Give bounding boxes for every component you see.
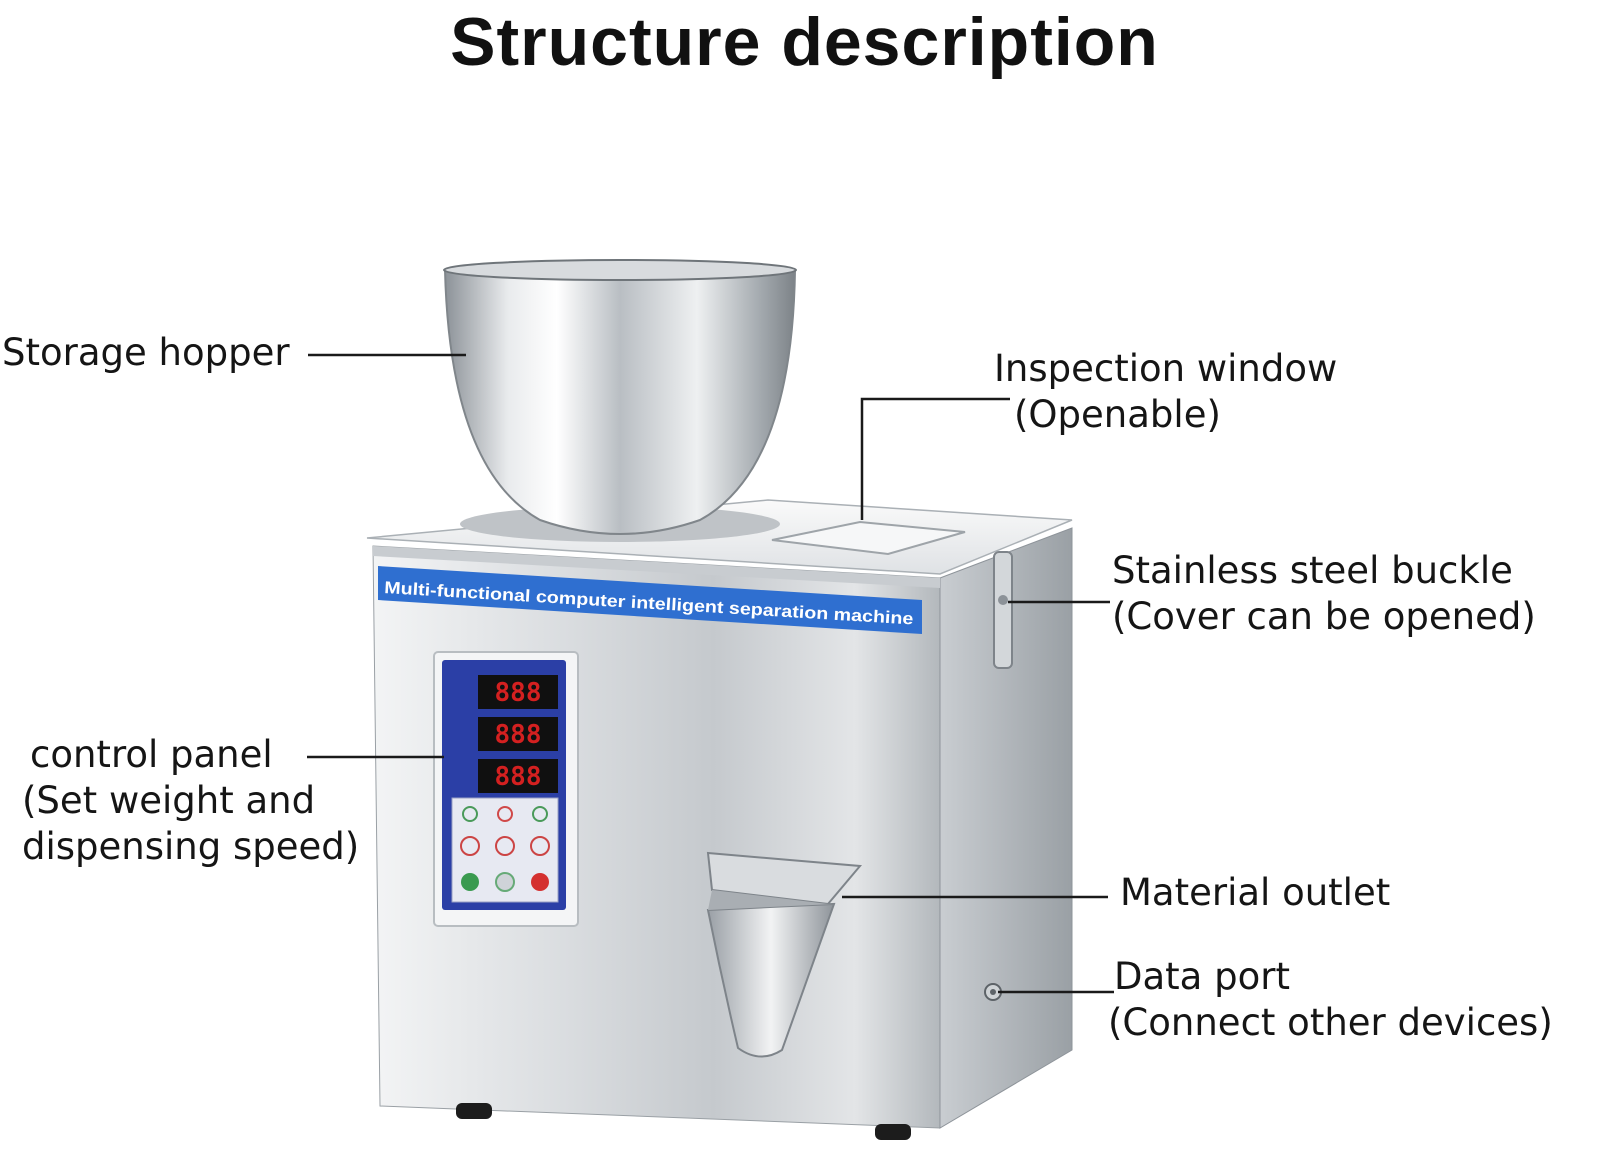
callout-storage-hopper: Storage hopper (2, 330, 290, 376)
panel-dial-1 (460, 836, 480, 856)
callout-material-outlet-line1: Material outlet (1120, 871, 1391, 914)
material-outlet-chute (706, 902, 836, 1058)
machine-banner-bg (378, 566, 922, 634)
callout-data-port-line2: (Connect other devices) (1108, 1001, 1553, 1044)
callout-control-panel-line2: (Set weight and (22, 779, 316, 822)
callout-buckle: Stainless steel buckle (Cover can be ope… (1112, 548, 1536, 640)
callout-data-port-line1: Data port (1114, 955, 1290, 998)
inspection-window (771, 520, 966, 556)
callout-control-panel: control panel (Set weight and dispensing… (22, 732, 359, 870)
callout-material-outlet: Material outlet (1120, 870, 1390, 916)
panel-display-3: 888 (495, 762, 542, 792)
panel-start-button (461, 873, 479, 891)
callout-buckle-line1: Stainless steel buckle (1112, 549, 1513, 592)
storage-hopper (443, 269, 797, 535)
panel-display-2: 888 (495, 720, 542, 750)
panel-mode-button (495, 872, 515, 892)
callout-inspection-window-line1: Inspection window (994, 347, 1338, 390)
storage-hopper-rim (443, 259, 797, 281)
panel-button-3 (532, 806, 548, 822)
callout-buckle-line2: (Cover can be opened) (1112, 595, 1536, 638)
panel-button-2 (497, 806, 513, 822)
callout-inspection-window: Inspection window (Openable) (994, 346, 1337, 438)
stainless-steel-buckle (993, 551, 1013, 669)
callout-control-panel-line3: dispensing speed) (22, 825, 360, 868)
machine-body-side (939, 527, 1073, 1129)
callout-storage-hopper-line1: Storage hopper (2, 331, 290, 374)
callout-data-port: Data port (Connect other devices) (1108, 954, 1553, 1046)
panel-button-1 (462, 806, 478, 822)
panel-display-1: 888 (495, 678, 542, 708)
callout-control-panel-line1: control panel (30, 733, 273, 776)
machine-foot-left (456, 1103, 492, 1119)
panel-stop-button (531, 873, 549, 891)
callout-inspection-window-line2: (Openable) (1014, 393, 1221, 436)
page-title: Structure description (450, 4, 1159, 80)
panel-dial-3 (530, 836, 550, 856)
panel-dial-2 (495, 836, 515, 856)
machine-foot-right (875, 1124, 911, 1140)
